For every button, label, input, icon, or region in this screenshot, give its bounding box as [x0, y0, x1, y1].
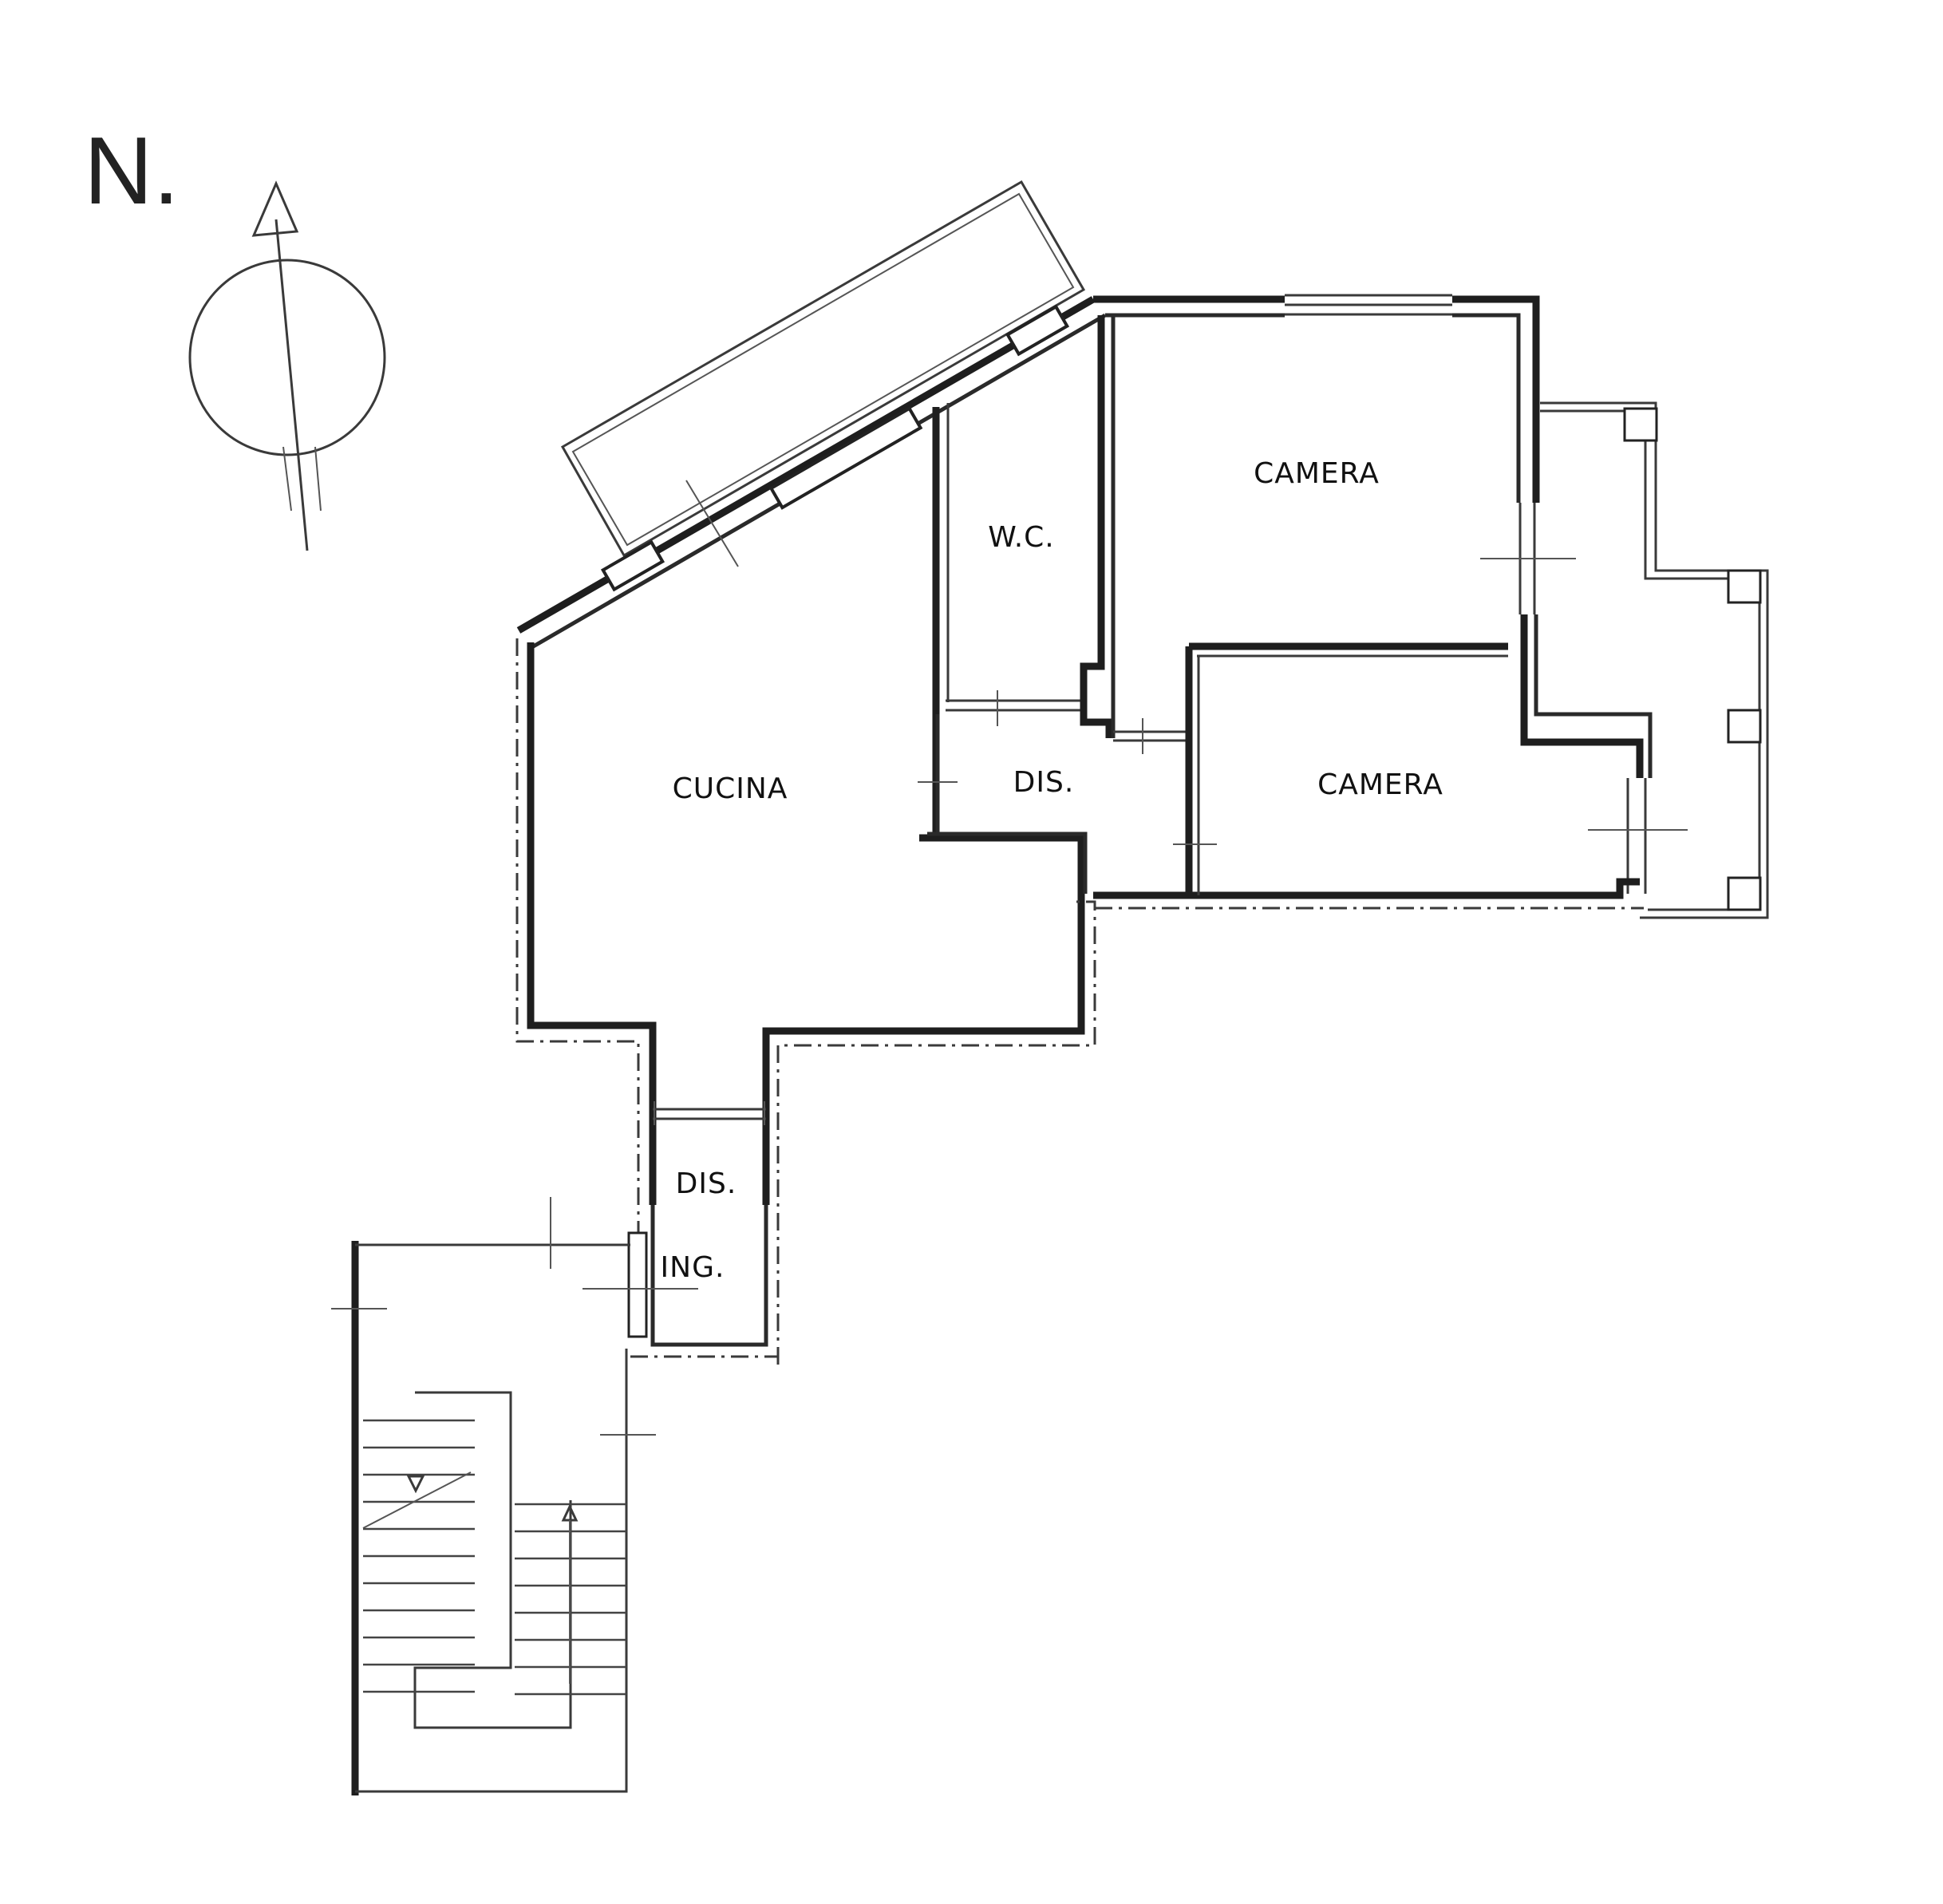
interior-walls	[918, 315, 1508, 895]
balcony-north	[560, 180, 1086, 558]
room-labels: CUCINA W.C. CAMERA CAMERA DIS. DIS. ING.	[661, 457, 1443, 1284]
room-label-camera-north: CAMERA	[1254, 457, 1380, 490]
room-label-cucina: CUCINA	[673, 772, 788, 805]
entry-corridor	[583, 1101, 778, 1358]
north-label: N.	[84, 117, 180, 224]
balcony-east	[1540, 401, 1769, 919]
room-label-ing: ING.	[661, 1251, 725, 1284]
compass-circle	[188, 259, 386, 456]
north-arrow-icon	[251, 180, 299, 237]
room-label-dis-entry: DIS.	[676, 1167, 737, 1200]
stairwell	[331, 1197, 656, 1795]
down-arrow-icon	[406, 1475, 425, 1494]
stair-flight-down	[363, 1419, 475, 1693]
north-compass: N.	[84, 117, 386, 551]
compass-arrow-shaft	[274, 219, 309, 551]
room-label-dis-center: DIS.	[1013, 766, 1075, 799]
room-label-camera-south: CAMERA	[1317, 768, 1443, 801]
room-label-wc: W.C.	[988, 521, 1055, 554]
exterior-walls	[515, 294, 1688, 1365]
